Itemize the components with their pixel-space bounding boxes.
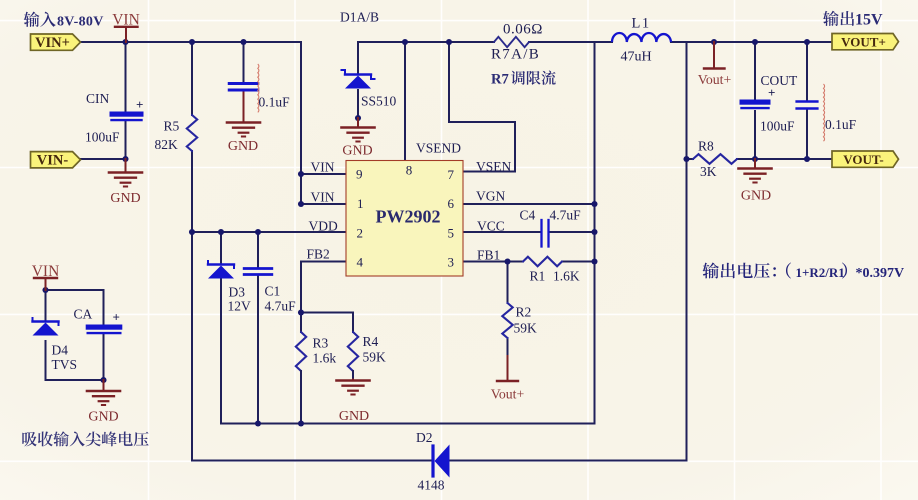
svg-text:CIN: CIN [86, 91, 110, 106]
svg-text:Vout+: Vout+ [698, 72, 732, 87]
svg-text:GND: GND [339, 409, 369, 424]
svg-text:VIN: VIN [32, 263, 60, 280]
svg-text:VSEN: VSEN [476, 159, 512, 174]
svg-text:COUT: COUT [761, 73, 799, 88]
svg-text:R7: R7 [491, 72, 509, 88]
svg-text:TVS: TVS [52, 357, 78, 372]
svg-text:4.7uF: 4.7uF [265, 299, 297, 314]
svg-text:VIN+: VIN+ [35, 35, 70, 51]
svg-text:1+R2/R1: 1+R2/R1 [796, 265, 845, 280]
svg-text:1: 1 [357, 196, 364, 211]
svg-text:100uF: 100uF [85, 130, 120, 145]
svg-text:R8: R8 [698, 139, 714, 154]
svg-text:1.6K: 1.6K [553, 269, 580, 284]
svg-text:59K: 59K [514, 321, 538, 336]
svg-text:4: 4 [357, 255, 364, 270]
svg-text:0.1uF: 0.1uF [825, 117, 857, 132]
svg-text:R5: R5 [164, 119, 180, 134]
svg-text:VOUT+: VOUT+ [841, 34, 886, 49]
svg-text:8: 8 [406, 163, 413, 178]
svg-text:GND: GND [228, 139, 258, 154]
svg-text:4148: 4148 [418, 478, 445, 493]
svg-text:D3: D3 [229, 285, 246, 300]
svg-text:FB1: FB1 [477, 248, 500, 263]
svg-text:CA: CA [74, 307, 93, 322]
svg-text:VIN: VIN [112, 12, 140, 29]
svg-text:D1A/B: D1A/B [340, 10, 379, 25]
svg-text:C4: C4 [520, 208, 536, 223]
svg-text:D2: D2 [416, 430, 433, 445]
svg-text:+: + [113, 310, 120, 325]
svg-text:VDD: VDD [309, 219, 338, 234]
svg-text:R3: R3 [313, 336, 329, 351]
svg-text:3K: 3K [700, 164, 717, 179]
svg-text:R1: R1 [530, 269, 546, 284]
svg-text:5: 5 [448, 226, 455, 241]
svg-text:9: 9 [356, 167, 363, 182]
svg-text:100uF: 100uF [760, 119, 795, 134]
svg-text:R4: R4 [363, 334, 379, 349]
svg-text:12V: 12V [228, 299, 252, 314]
svg-text:82K: 82K [155, 137, 179, 152]
svg-text:4.7uF: 4.7uF [550, 208, 582, 223]
svg-text:C1: C1 [265, 284, 281, 299]
svg-text:3: 3 [448, 255, 455, 270]
svg-text:59K: 59K [363, 350, 387, 365]
svg-text:47uH: 47uH [621, 50, 652, 65]
svg-text:FB2: FB2 [307, 247, 330, 262]
svg-text:VGN: VGN [476, 189, 505, 204]
svg-text:VIN-: VIN- [37, 153, 69, 169]
svg-text:2: 2 [357, 226, 364, 241]
svg-text:SS510: SS510 [361, 94, 397, 109]
svg-text:GND: GND [110, 191, 140, 206]
svg-text:1.6k: 1.6k [313, 351, 337, 366]
svg-text:+: + [768, 85, 775, 100]
svg-text:R2: R2 [516, 305, 532, 320]
svg-text:VSEND: VSEND [416, 141, 461, 156]
svg-text:+: + [136, 97, 143, 112]
svg-text:Vout+: Vout+ [491, 387, 525, 402]
svg-text:L1: L1 [632, 16, 651, 32]
svg-text:VIN: VIN [311, 160, 335, 175]
svg-text:R7A/B: R7A/B [491, 47, 540, 63]
svg-text:0.06Ω: 0.06Ω [503, 22, 543, 38]
svg-text:7: 7 [448, 167, 455, 182]
svg-text:*0.397V: *0.397V [856, 266, 905, 281]
svg-text:15V: 15V [855, 12, 883, 29]
svg-text:VOUT-: VOUT- [843, 152, 883, 167]
svg-text:VIN: VIN [311, 190, 335, 205]
svg-text:VCC: VCC [477, 219, 505, 234]
svg-text:GND: GND [88, 410, 118, 425]
svg-text:GND: GND [342, 144, 372, 159]
svg-text:8V-80V: 8V-80V [57, 15, 104, 30]
svg-text:6: 6 [448, 196, 455, 211]
svg-text:0.1uF: 0.1uF [259, 95, 291, 110]
svg-text:PW2902: PW2902 [376, 207, 441, 227]
svg-text:D4: D4 [52, 343, 69, 358]
svg-text:GND: GND [741, 189, 771, 204]
